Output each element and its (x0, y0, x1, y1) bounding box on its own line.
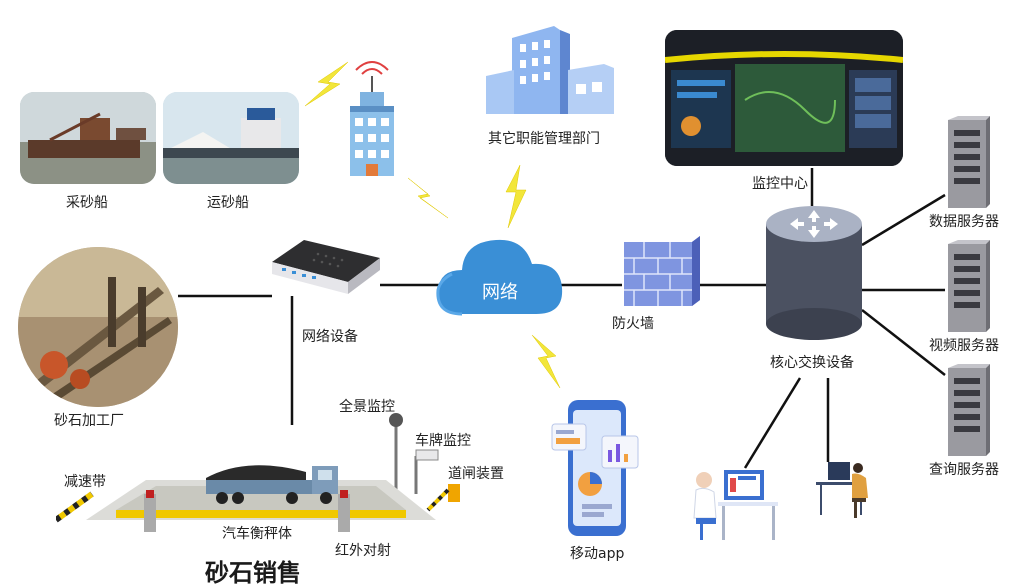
lightning-icon (505, 164, 527, 229)
mobile-app-icon (548, 396, 644, 542)
monitor-center-label: 监控中心 (752, 176, 808, 192)
workstation-icon (688, 462, 780, 544)
line-switch-to-query-server (861, 309, 946, 376)
dome-camera-icon (389, 413, 403, 427)
cloud-icon (434, 228, 566, 320)
transport-ship-photo (163, 92, 299, 184)
query-server-icon (946, 364, 990, 458)
firewall-icon (620, 232, 702, 310)
query-server-label: 查询服务器 (929, 462, 999, 478)
other-departments-label: 其它职能管理部门 (488, 131, 600, 147)
monitor-center-screen (665, 30, 903, 166)
dredger-ship-label: 采砂船 (66, 195, 108, 211)
core-switch-icon (764, 204, 864, 344)
transport-ship-icon (163, 92, 299, 184)
speed-bump-label: 减速带 (64, 474, 106, 490)
truck-icon (206, 465, 338, 504)
mobile-app-label: 移动app (570, 546, 625, 562)
barrier-gate-icon (448, 484, 460, 502)
stone-factory-photo (18, 247, 178, 407)
weighbridge-scene (54, 386, 476, 536)
panorama-monitor-label: 全景监控 (339, 399, 395, 415)
plate-monitor-label: 车牌监控 (415, 433, 471, 449)
monitor-wall-icon (665, 30, 903, 166)
data-server-label: 数据服务器 (929, 214, 999, 230)
transport-ship-label: 运砂船 (207, 195, 249, 211)
lightning-icon (407, 177, 449, 219)
infrared-label: 红外对射 (335, 543, 391, 559)
lightning-icon (531, 334, 561, 389)
network-device-icon (268, 238, 384, 296)
truck-scale-label: 汽车衡秤体 (222, 526, 292, 542)
video-server-icon (946, 240, 990, 334)
stone-factory-label: 砂石加工厂 (54, 413, 124, 429)
building-antenna-icon (342, 58, 402, 180)
core-switch-label: 核心交换设备 (770, 355, 854, 371)
gate-device-label: 道闸装置 (448, 466, 504, 482)
dredger-ship-photo (20, 92, 156, 184)
bullet-camera-icon (415, 449, 439, 461)
office-buildings-icon (484, 22, 616, 122)
network-device-label: 网络设备 (302, 329, 358, 345)
workstation-icon (808, 458, 874, 524)
data-server-icon (946, 116, 990, 210)
stone-factory-icon (18, 247, 178, 407)
video-server-label: 视频服务器 (929, 338, 999, 354)
firewall-label: 防火墙 (612, 316, 654, 332)
network-cloud-label: 网络 (482, 282, 518, 303)
lightning-icon (304, 61, 349, 107)
line-switch-to-data-server (861, 193, 946, 247)
sand-sales-title: 砂石销售 (205, 559, 301, 587)
line-switch-to-workstation-1 (743, 377, 802, 469)
dredger-ship-icon (20, 92, 156, 184)
